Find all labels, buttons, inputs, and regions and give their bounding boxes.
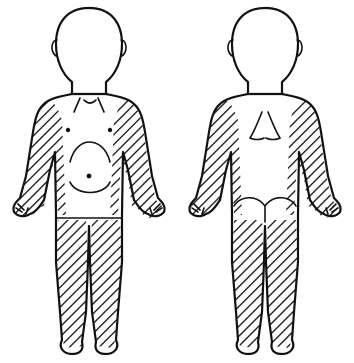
- front-head: [56, 8, 122, 94]
- front-right-nipple: [108, 128, 112, 132]
- front-navel: [87, 174, 92, 179]
- front-collar-right: [98, 98, 104, 112]
- front-shading: [14, 100, 162, 348]
- back-right-scapula: [266, 112, 280, 140]
- front-left-nipple: [66, 128, 70, 132]
- front-left-arm-shading: [20, 100, 66, 215]
- back-shading: [190, 100, 338, 348]
- back-left-scapula: [250, 112, 264, 140]
- back-left-arm-shading: [196, 100, 242, 215]
- back-head: [232, 8, 298, 94]
- back-figure: [189, 8, 340, 354]
- front-neck-line: [84, 100, 96, 103]
- front-figure: [13, 8, 164, 354]
- front-lower-arc: [70, 182, 110, 193]
- front-collar-left: [74, 98, 80, 112]
- front-ribcage-arc: [70, 142, 110, 162]
